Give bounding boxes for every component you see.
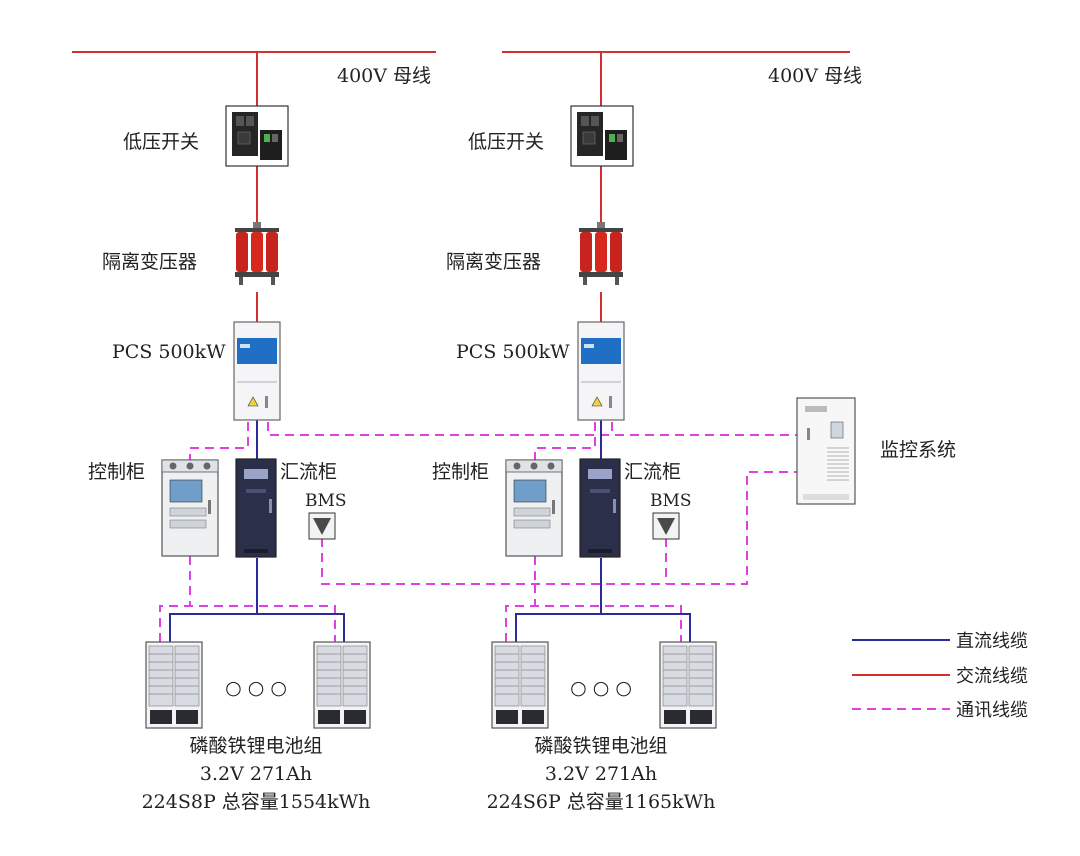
- battery-rack-icon: [313, 641, 371, 729]
- monitor-cabinet-icon: [796, 397, 856, 505]
- ellipsis-dots: ○ ○ ○: [570, 677, 632, 699]
- battery-rack-icon: [145, 641, 203, 729]
- comm-cable-pcs-monitor: [267, 422, 797, 436]
- comm-cable-bms-bus: [321, 471, 797, 585]
- control-cabinet-label: 控制柜: [88, 461, 145, 483]
- legend-label-dc: 直流线缆: [956, 631, 1028, 652]
- system-2: 400V 母线 低压开关 隔离变压器 PCS 500kW 控制柜 汇流柜 BMS…: [432, 65, 862, 813]
- bms-label: BMS: [305, 491, 347, 511]
- control-cabinet-icon: [505, 459, 563, 557]
- battery-cell-spec: 3.2V 271Ah: [200, 763, 312, 785]
- legend: 直流线缆 交流线缆 通讯线缆: [852, 631, 1028, 721]
- switch-label: 低压开关: [123, 131, 199, 153]
- legend-label-comm: 通讯线缆: [956, 700, 1028, 721]
- pcs-label: PCS 500kW: [456, 341, 570, 363]
- monitoring-system: 监控系统: [796, 397, 956, 505]
- combiner-cabinet-label: 汇流柜: [624, 461, 681, 483]
- combiner-cabinet-label: 汇流柜: [280, 461, 337, 483]
- combiner-cabinet-icon: [235, 458, 277, 558]
- battery-rack-icon: [659, 641, 717, 729]
- comm-cable-racks2: [505, 605, 682, 642]
- bus-label: 400V 母线: [768, 65, 862, 87]
- bus-label: 400V 母线: [337, 65, 431, 87]
- comm-cable-racks1: [159, 605, 336, 642]
- system-1: 400V 母线 低压开关 隔离变压器 PCS 500kW 控制柜 汇流柜 BMS…: [88, 65, 431, 813]
- battery-config: 224S8P 总容量1554kWh: [142, 791, 371, 813]
- isolation-transformer-icon: [235, 222, 279, 285]
- low-voltage-switch-icon: [570, 105, 634, 167]
- ac-cables: [72, 51, 850, 322]
- bms-icon: [652, 512, 680, 540]
- isolation-transformer-icon: [579, 222, 623, 285]
- bms-icon: [308, 512, 336, 540]
- comm-cable-control2-pcs: [534, 422, 596, 460]
- switch-label: 低压开关: [468, 131, 544, 153]
- pcs-label: PCS 500kW: [112, 341, 226, 363]
- control-cabinet-label: 控制柜: [432, 461, 489, 483]
- battery-rack-icon: [491, 641, 549, 729]
- low-voltage-switch-icon: [225, 105, 289, 167]
- comm-cables: [159, 422, 797, 642]
- comm-cable-control1-pcs: [189, 422, 249, 460]
- battery-cell-spec: 3.2V 271Ah: [545, 763, 657, 785]
- pcs-cabinet-icon: [577, 321, 625, 421]
- dc-cables: [169, 420, 691, 642]
- legend-label-ac: 交流线缆: [956, 666, 1028, 687]
- control-cabinet-icon: [161, 459, 219, 557]
- battery-config: 224S6P 总容量1165kWh: [487, 791, 716, 813]
- battery-name: 磷酸铁锂电池组: [534, 735, 667, 757]
- monitor-label: 监控系统: [880, 439, 956, 461]
- battery-name: 磷酸铁锂电池组: [189, 735, 322, 757]
- transformer-label: 隔离变压器: [102, 251, 197, 273]
- combiner-cabinet-icon: [579, 458, 621, 558]
- transformer-label: 隔离变压器: [446, 251, 541, 273]
- ellipsis-dots: ○ ○ ○: [225, 677, 287, 699]
- bms-label: BMS: [650, 491, 692, 511]
- pcs-cabinet-icon: [233, 321, 281, 421]
